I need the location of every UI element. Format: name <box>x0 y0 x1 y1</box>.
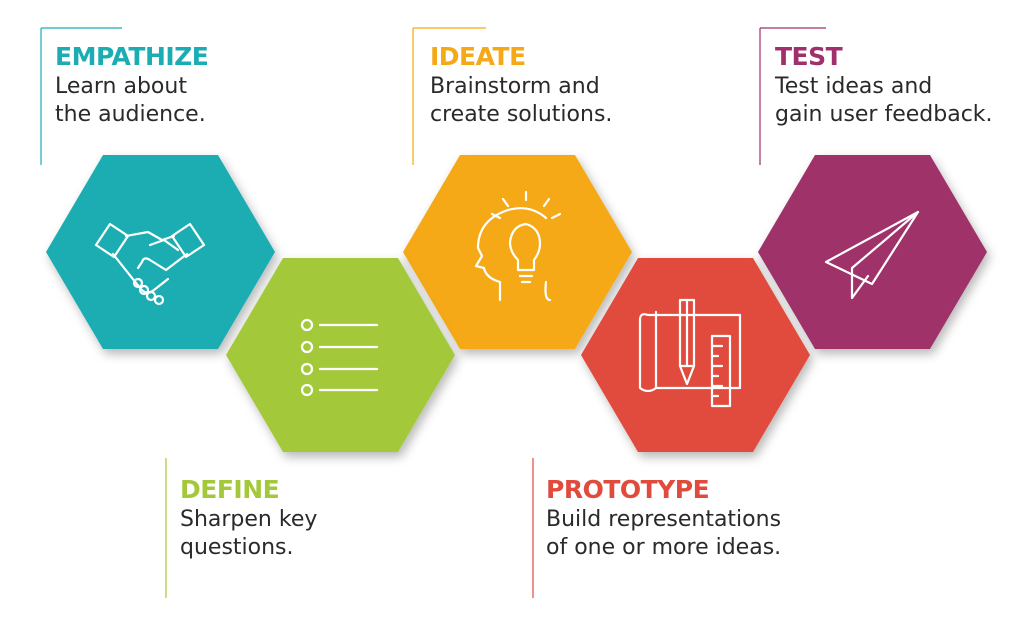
test-label: TEST Test ideas and gain user feedback. <box>775 43 993 129</box>
define-label: DEFINE Sharpen key questions. <box>180 476 317 562</box>
empathize-desc-line-1: Learn about <box>55 74 187 99</box>
test-title: TEST <box>775 42 843 71</box>
ideate-desc-line-1: Brainstorm and <box>430 74 600 99</box>
prototype-title: PROTOTYPE <box>546 475 710 504</box>
prototype-desc-line-2: of one or more ideas. <box>546 535 782 560</box>
test-desc-line-2: gain user feedback. <box>775 102 993 127</box>
head-lightbulb-icon <box>474 190 562 302</box>
define-desc-line-1: Sharpen key <box>180 507 318 532</box>
define-title: DEFINE <box>180 475 280 504</box>
checklist-icon <box>300 318 379 397</box>
prototype-desc-line-1: Build representations <box>546 507 782 532</box>
ideate-desc-line-2: create solutions. <box>430 102 613 127</box>
paper-plane-icon <box>824 210 920 300</box>
empathize-description: Learn about the audience. <box>55 73 208 129</box>
ideate-label: IDEATE Brainstorm and create solutions. <box>430 43 612 129</box>
ideate-hexagon <box>403 155 632 349</box>
test-desc-line-1: Test ideas and <box>775 74 933 99</box>
ideate-description: Brainstorm and create solutions. <box>430 73 612 129</box>
prototype-hexagon <box>581 258 810 452</box>
define-desc-line-2: questions. <box>180 535 294 560</box>
handshake-icon <box>94 222 206 306</box>
prototype-label: PROTOTYPE Build representations of one o… <box>546 476 781 562</box>
test-description: Test ideas and gain user feedback. <box>775 73 993 129</box>
empathize-hexagon <box>46 155 275 349</box>
prototype-description: Build representations of one or more ide… <box>546 506 781 562</box>
define-description: Sharpen key questions. <box>180 506 317 562</box>
blueprint-pencil-ruler-icon <box>638 298 742 408</box>
empathize-desc-line-2: the audience. <box>55 102 206 127</box>
empathize-label: EMPATHIZE Learn about the audience. <box>55 42 209 129</box>
ideate-title: IDEATE <box>430 42 526 71</box>
empathize-title: EMPATHIZE <box>55 42 209 71</box>
define-hexagon <box>226 258 455 452</box>
